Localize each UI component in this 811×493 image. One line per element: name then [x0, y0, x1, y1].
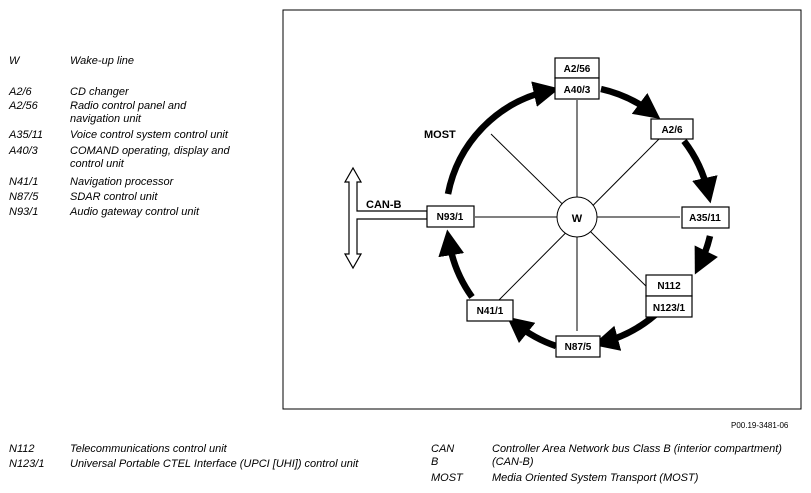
legend-code: N123/1 — [9, 458, 45, 470]
legend-code: CAN B — [431, 443, 455, 468]
most-arrow — [681, 139, 718, 204]
most-arrow — [694, 235, 718, 275]
node-label-a35-11: A35/11 — [689, 213, 721, 224]
legend-code: N87/5 — [9, 191, 39, 203]
legend-desc: COMAND operating, display and control un… — [70, 145, 230, 170]
legend-code: A35/11 — [9, 129, 44, 141]
node-label-n93-1: N93/1 — [437, 212, 464, 223]
most-label: MOST — [424, 129, 456, 141]
most-arrow — [600, 85, 661, 120]
node-a2-6: A2/6 — [650, 118, 694, 140]
node-label-a2-56: A2/56 — [564, 64, 591, 75]
legend-code: A2/56 — [9, 100, 38, 112]
node-label-a2-6: A2/6 — [661, 125, 683, 136]
node-a2-56-a40-3: A2/56 A40/3 — [554, 57, 600, 100]
legend-code: A2/6 — [9, 86, 32, 98]
legend-code: N41/1 — [9, 176, 39, 188]
reference-code: P00.19-3481-06 — [731, 421, 789, 430]
most-arrow — [506, 316, 558, 350]
legend-desc: Media Oriented System Transport (MOST) — [492, 472, 699, 484]
most-arrow — [592, 312, 658, 351]
legend-desc: SDAR control unit — [70, 191, 158, 203]
node-n93-1: N93/1 — [426, 205, 475, 228]
center-label: W — [572, 213, 583, 225]
legend-desc: CD changer — [70, 86, 129, 98]
diagram-frame — [282, 9, 802, 410]
legend-desc: Voice control system control unit — [70, 129, 228, 141]
node-label-n87-5: N87/5 — [565, 342, 592, 353]
node-n87-5: N87/5 — [555, 335, 601, 358]
legend-code: MOST — [431, 472, 463, 484]
node-n112-n123-1: N112 N123/1 — [645, 274, 693, 318]
node-label-n112: N112 — [657, 281, 681, 292]
node-label-a40-3: A40/3 — [564, 85, 591, 96]
legend-desc: Navigation processor — [70, 176, 174, 188]
legend-code: W — [9, 55, 20, 67]
wake-up-center — [556, 196, 598, 238]
legend-code: N93/1 — [9, 206, 39, 218]
node-n41-1: N41/1 — [466, 299, 514, 322]
most-arrow — [438, 229, 475, 299]
legend-desc: Universal Portable CTEL Interface (UPCI … — [70, 458, 359, 470]
legend-desc: Telecommunications control unit — [70, 443, 227, 455]
node-label-n41-1: N41/1 — [477, 306, 504, 317]
node-a35-11: A35/11 — [681, 206, 730, 229]
node-label-n123-1: N123/1 — [653, 303, 686, 314]
legend-desc: Audio gateway control unit — [70, 206, 200, 218]
can-b-label: CAN-B — [366, 199, 401, 211]
legend-desc: Controller Area Network bus Class B (int… — [492, 443, 782, 468]
can-b-bus — [343, 166, 428, 270]
legend-code: A40/3 — [9, 145, 38, 157]
legend-desc: Wake-up line — [70, 55, 134, 67]
most-arrow — [444, 81, 560, 195]
legend-desc: Radio control panel and navigation unit — [70, 100, 187, 125]
most-ring — [438, 81, 718, 351]
legend-code: N112 — [9, 443, 35, 455]
